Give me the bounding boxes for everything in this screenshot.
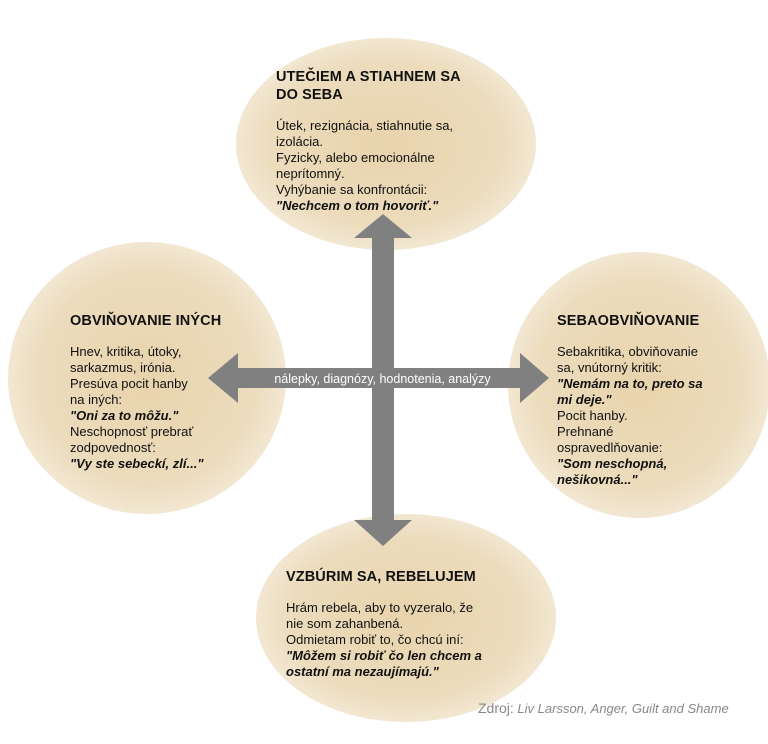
right-heading-line: SEBAOBVIŇOVANIE xyxy=(557,313,700,329)
left-text-line: Hnev, kritika, útoky, xyxy=(70,344,182,359)
right-quote-line: nešikovná..." xyxy=(557,472,638,487)
left-text-line: Presúva pocit hanby xyxy=(70,376,188,391)
horizontal-double-arrow xyxy=(208,353,549,403)
bottom-heading: VZBÚRIM SA, REBELUJEM xyxy=(286,568,526,586)
right-quote-line: mi deje." xyxy=(557,392,612,407)
right-text-line: Pocit hanby. xyxy=(557,408,628,423)
top-text-line: neprítomný. xyxy=(276,166,345,181)
left-heading: OBVIŇOVANIE INÝCH xyxy=(70,312,270,330)
bottom-section: VZBÚRIM SA, REBELUJEM Hrám rebela, aby to… xyxy=(286,568,526,680)
left-text-line: na iných: xyxy=(70,392,123,407)
left-text-line: sarkazmus, irónia. xyxy=(70,360,176,375)
right-text-line: sa, vnútorný kritik: xyxy=(557,360,662,375)
right-text-line: Sebakritika, obviňovanie xyxy=(557,344,698,359)
left-quote-line: "Vy ste sebeckí, zlí..." xyxy=(70,456,204,471)
bottom-text-line: Odmietam robiť to, čo chcú iní: xyxy=(286,632,464,647)
right-blob xyxy=(508,252,768,518)
top-text-line: izolácia. xyxy=(276,134,323,149)
top-text-line: Fyzicky, alebo emocionálne xyxy=(276,150,435,165)
top-text-line: Útek, rezignácia, stiahnutie sa, xyxy=(276,118,454,133)
left-heading-line: OBVIŇOVANIE INÝCH xyxy=(70,313,222,329)
source-citation: Zdroj: Liv Larsson, Anger, Guilt and Sha… xyxy=(478,700,729,716)
top-heading: UTEČIEM A STIAHNEM SA DO SEBA xyxy=(276,68,506,104)
top-blob xyxy=(236,38,536,250)
bottom-blob xyxy=(256,514,556,722)
top-quote-line: "Nechcem o tom hovoriť." xyxy=(276,198,439,213)
top-section: UTEČIEM A STIAHNEM SA DO SEBA Útek, rezign… xyxy=(276,68,506,214)
right-quote-line: "Nemám na to, preto sa xyxy=(557,376,703,391)
top-text-line: Vyhýbanie sa konfrontácii: xyxy=(276,182,428,197)
source-label: Zdroj: xyxy=(478,700,514,716)
bottom-text-line: nie som zahanbená. xyxy=(286,616,404,631)
top-heading-line: DO SEBA xyxy=(276,87,343,103)
left-section: OBVIŇOVANIE INÝCH Hnev, kritika, útoky,sa… xyxy=(70,312,270,472)
horizontal-arrow-label: nálepky, diagnózy, hodnotenia, analýzy xyxy=(274,372,491,386)
bottom-text-line: Hrám rebela, aby to vyzeralo, že xyxy=(286,600,474,615)
bottom-quote-line: ostatní ma nezaujímajú." xyxy=(286,664,439,679)
bottom-heading-line: VZBÚRIM SA, REBELUJEM xyxy=(286,569,476,585)
right-text-line: Prehnané xyxy=(557,424,614,439)
top-heading-line: UTEČIEM A STIAHNEM SA xyxy=(276,69,461,85)
right-quote-line: "Som neschopná, xyxy=(557,456,668,471)
left-quote-line: "Oni za to môžu." xyxy=(70,408,179,423)
source-text: Liv Larsson, Anger, Guilt and Shame xyxy=(517,701,729,716)
left-text-line: Neschopnosť prebrať xyxy=(70,424,194,439)
bottom-quote-line: "Môžem si robiť čo len chcem a xyxy=(286,648,482,663)
left-text-line: zodpovednosť: xyxy=(70,440,156,455)
right-text-line: ospravedlňovanie: xyxy=(557,440,663,455)
right-heading: SEBAOBVIŇOVANIE xyxy=(557,312,757,330)
